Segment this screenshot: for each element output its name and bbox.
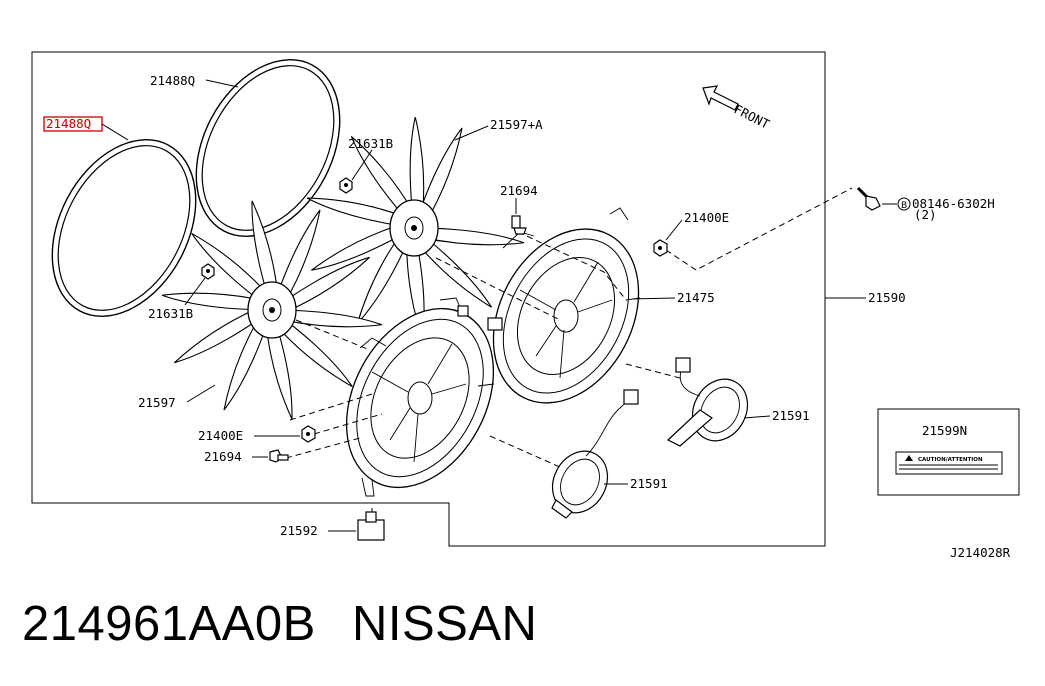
label-box	[877, 408, 1020, 496]
label-21597a: 21597+A	[490, 117, 543, 132]
motor-21591-right	[666, 357, 749, 447]
label-21488q-highlight: 21488Q	[46, 116, 91, 131]
label-21590: 21590	[868, 290, 906, 305]
fan-shroud-front	[345, 297, 503, 497]
caution-label-sticker	[895, 451, 1003, 475]
label-21592: 21592	[280, 523, 318, 538]
warning-triangle-icon	[905, 455, 913, 461]
label-21591-bottom: 21591	[630, 476, 668, 491]
caution-text: CAUTION/ATTENTION	[918, 457, 983, 463]
label-21400e-top: 21400E	[684, 210, 729, 225]
motor-21591-bottom	[551, 389, 639, 519]
nut-21631b-upper-icon	[339, 177, 353, 194]
label-08146: 08146-6302H	[912, 196, 995, 211]
nut-21400e-bottom-icon	[301, 425, 316, 443]
label-21591-right: 21591	[772, 408, 810, 423]
label-21488q-top: 21488Q	[150, 73, 195, 88]
front-label: FRONT	[732, 101, 773, 132]
bolt-21694-bottom-icon	[269, 449, 289, 463]
drawing-id: J214028R	[950, 545, 1011, 560]
bolt-21694-top-icon	[511, 215, 527, 235]
connector-21592	[357, 511, 385, 541]
label-21631b-top: 21631B	[348, 136, 393, 151]
bolt-type-b-icon	[897, 197, 911, 211]
assembly-frame	[31, 51, 826, 547]
nut-21400e-top-icon	[653, 239, 668, 257]
fan-blade-upper	[306, 116, 525, 339]
bolt-08146-icon	[856, 186, 881, 211]
label-21599n: 21599N	[922, 423, 967, 438]
label-21694-top: 21694	[500, 183, 538, 198]
label-21597: 21597	[138, 395, 176, 410]
label-21475: 21475	[677, 290, 715, 305]
seal-ring-front	[51, 139, 197, 317]
label-21631b-left: 21631B	[148, 306, 193, 321]
part-number-caption: 214961AA0B	[22, 597, 316, 651]
label-08146-qty: (2)	[914, 207, 937, 222]
nut-21631b-lower-icon	[201, 263, 215, 280]
label-21400e-bottom: 21400E	[198, 428, 243, 443]
brand-caption: NISSAN	[352, 597, 538, 651]
seal-ring-rear	[195, 59, 341, 237]
fan-shroud-rear	[492, 207, 641, 404]
label-21694-bottom: 21694	[204, 449, 242, 464]
label-bolt-type: B	[901, 201, 907, 211]
fan-blade-lower	[161, 200, 383, 420]
front-arrow-icon	[702, 85, 739, 111]
